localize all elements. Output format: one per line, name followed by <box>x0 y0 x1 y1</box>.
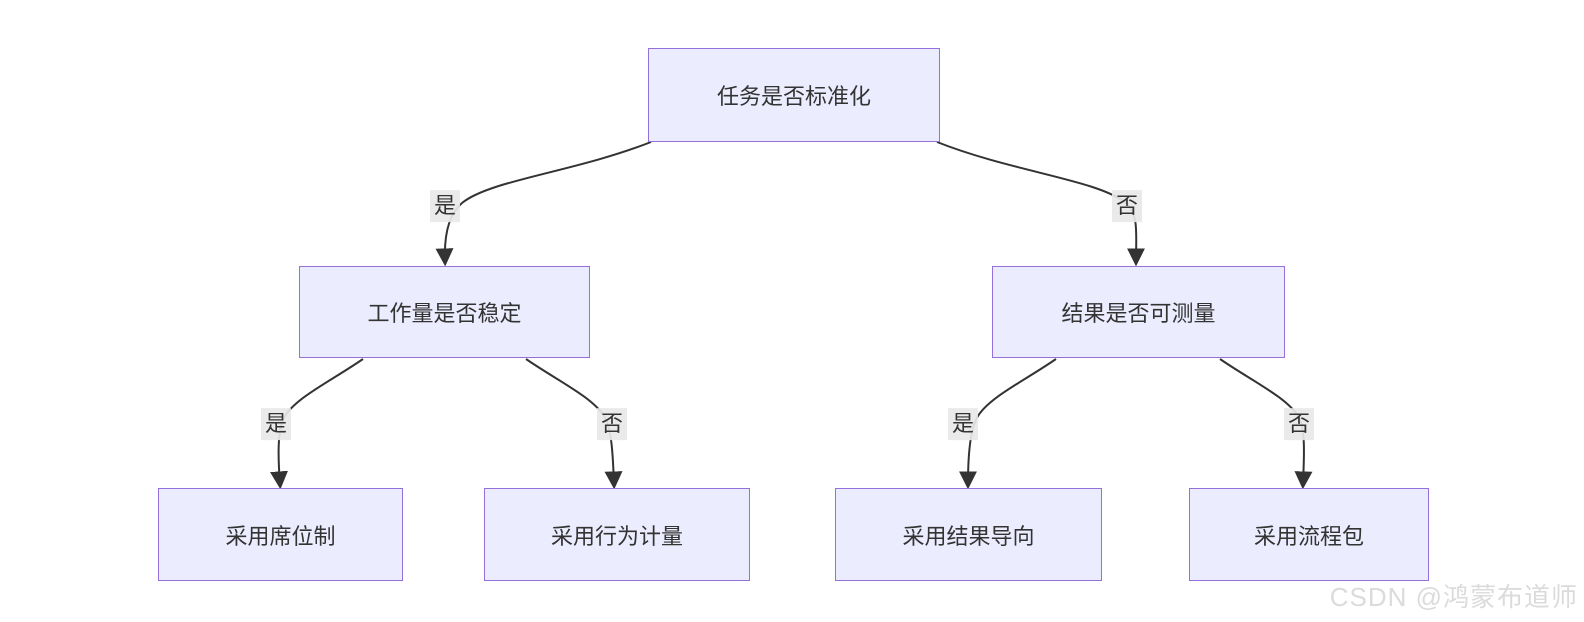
edge-label-result-yes: 是 <box>947 408 979 440</box>
edge-root-to-result <box>936 141 1146 267</box>
edge-label-result-no: 否 <box>1283 408 1315 440</box>
node-workload-stable: 工作量是否稳定 <box>299 266 590 358</box>
edge-label-root-yes: 是 <box>429 190 461 222</box>
edge-workload-to-seat <box>270 358 364 490</box>
node-adopt-process-package: 采用流程包 <box>1189 488 1429 581</box>
node-result-measurable: 结果是否可测量 <box>992 266 1285 358</box>
node-task-standardized: 任务是否标准化 <box>648 48 940 142</box>
node-adopt-result-oriented: 采用结果导向 <box>835 488 1102 581</box>
edge-result-to-outcome <box>959 358 1057 490</box>
edge-label-workload-no: 否 <box>596 408 628 440</box>
edge-label-workload-yes: 是 <box>260 408 292 440</box>
edge-label-root-no: 否 <box>1111 190 1143 222</box>
edge-root-to-workload <box>435 141 652 267</box>
csdn-watermark: CSDN @鸿蒙布道师 <box>1329 582 1578 612</box>
node-adopt-seat-system: 采用席位制 <box>158 488 403 581</box>
node-adopt-behavior-metering: 采用行为计量 <box>484 488 750 581</box>
